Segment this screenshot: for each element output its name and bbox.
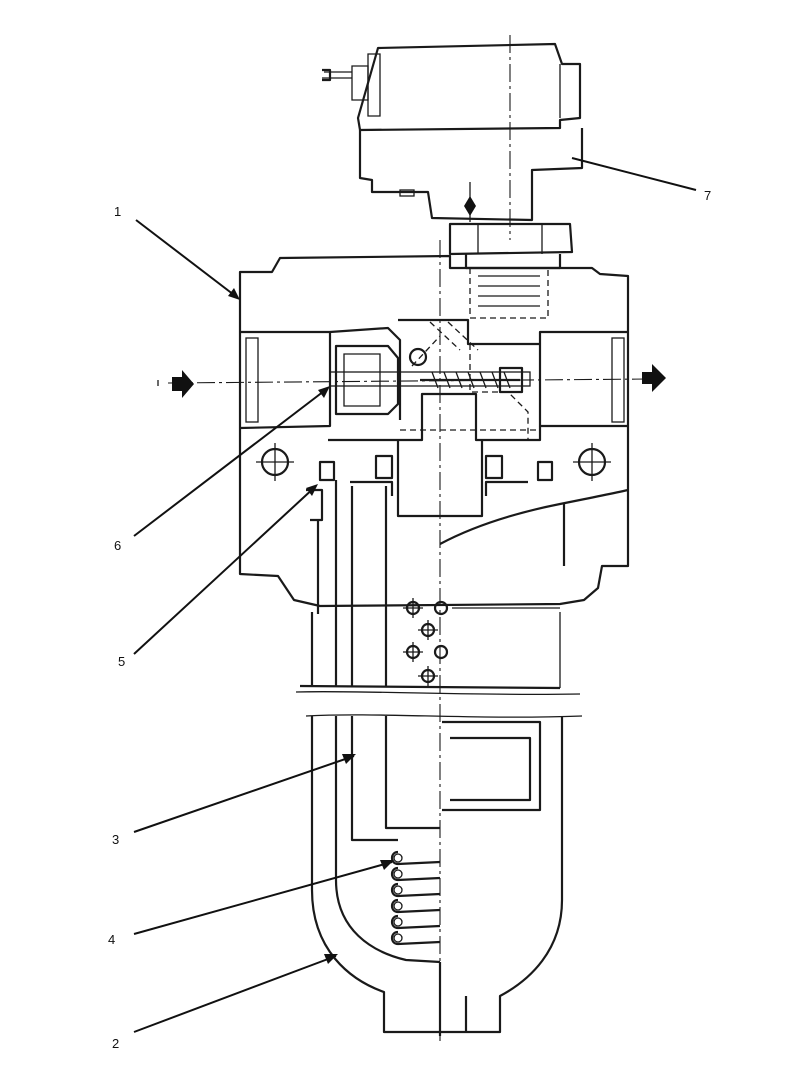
bowl-lower bbox=[310, 716, 564, 1036]
leader-4-arrowhead-icon bbox=[380, 860, 394, 870]
callout-label-2: 2 bbox=[112, 1036, 119, 1051]
callout-label-5: 5 bbox=[118, 654, 125, 669]
leader-3 bbox=[133, 755, 355, 833]
leader-5 bbox=[133, 485, 317, 655]
leader-1-arrowhead-icon bbox=[228, 288, 240, 300]
head-body bbox=[238, 254, 630, 608]
top-actuator-housing bbox=[322, 42, 584, 222]
leader-lines bbox=[133, 157, 697, 1033]
leader-5-arrowhead-icon bbox=[306, 484, 318, 496]
callout-label-7: 7 bbox=[704, 188, 711, 203]
section-break bbox=[295, 690, 583, 718]
hex-nut bbox=[448, 222, 574, 270]
callout-label-6: 6 bbox=[114, 538, 121, 553]
bowl-seal bbox=[306, 440, 554, 522]
leader-2-arrowhead-icon bbox=[324, 954, 338, 964]
bowl-upper bbox=[299, 480, 561, 690]
leader-1 bbox=[135, 219, 239, 299]
flow-arrows bbox=[157, 364, 666, 398]
leader-6 bbox=[133, 387, 329, 537]
threaded-stem bbox=[469, 268, 549, 319]
callout-label-1: 1 bbox=[114, 204, 121, 219]
leader-3-arrowhead-icon bbox=[342, 754, 356, 764]
spring-coils bbox=[390, 850, 441, 946]
outlet-arrow-icon bbox=[642, 364, 666, 392]
inlet-arrow-icon bbox=[172, 370, 194, 398]
callout-label-4: 4 bbox=[108, 932, 115, 947]
callout-label-3: 3 bbox=[112, 832, 119, 847]
leader-6-arrowhead-icon bbox=[318, 386, 330, 398]
leader-4 bbox=[133, 861, 393, 935]
leader-2 bbox=[133, 955, 337, 1033]
leader-7 bbox=[571, 157, 697, 191]
